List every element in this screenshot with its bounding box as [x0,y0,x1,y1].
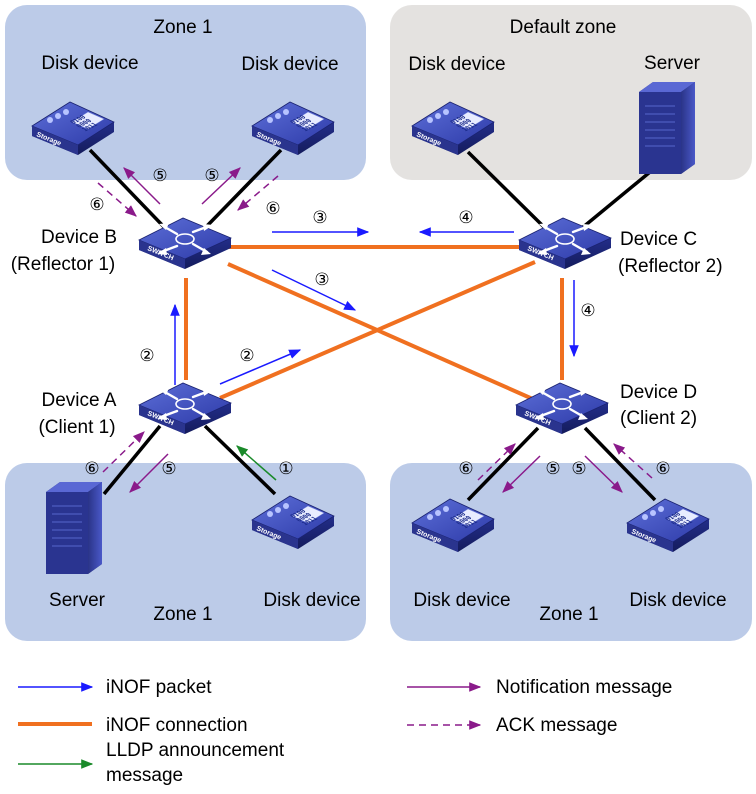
step-5-br-1: ⑤ [545,459,560,479]
ack-arrows [97,175,653,481]
link-d-disk1 [466,426,540,502]
svg-text:0100: 0100 [663,511,683,522]
link-a-server [102,424,162,496]
link-a-disk [203,424,277,496]
arrow-3-b-d [271,269,357,311]
link-c-server [580,170,652,230]
svg-text:0000: 0000 [294,118,314,129]
svg-text:0000: 0000 [294,512,314,523]
step-5-tl-2: ⑤ [204,166,219,186]
arrow-6-disk2-b [237,175,279,211]
arrow-5-a-server [129,453,169,493]
step-4-c-b: ④ [458,208,473,228]
svg-text:0100: 0100 [288,114,308,125]
svg-text:1011: 1011 [300,515,320,526]
svg-text:0000: 0000 [74,118,94,129]
legend: iNOF packet iNOF connection LLDP announc… [18,677,672,786]
step-6-br-1: ⑥ [458,459,473,479]
label-default-server: Server [644,53,701,74]
legend-inof-connection-label: iNOF connection [106,715,248,736]
legend-inof-packet-label: iNOF packet [106,677,212,698]
inof-packet-arrows [170,227,579,385]
label-br-disk1: Disk device [413,590,510,611]
notification-arrows [123,167,623,493]
arrow-5-b-disk2 [201,167,241,205]
svg-text:1011: 1011 [460,518,480,529]
step-2-a-b: ② [139,346,154,366]
step-6-tl-2: ⑥ [265,199,280,219]
svg-text:0100: 0100 [448,511,468,522]
arrow-6-disk2-d [613,443,653,479]
zone-top-left-label: Zone 1 [153,17,212,38]
zone-bottom-right-label: Zone 1 [539,604,598,625]
arrow-1-lldp [236,445,277,481]
access-links [88,148,657,502]
label-br-disk2: Disk device [629,590,726,611]
step-5-br-2: ⑤ [571,459,586,479]
label-default-disk: Disk device [408,54,505,75]
step-3-b-d: ③ [314,270,329,290]
arrow-5-d-disk2 [584,455,623,493]
device-c-name: Device C [620,229,697,250]
device-b-name: Device B [41,227,117,248]
arrow-6-server-a [102,431,145,473]
arrow-5-b-disk1 [123,167,161,205]
conn-b-d [227,262,536,402]
server-default [638,81,696,175]
label-bl-server: Server [49,590,106,611]
device-c-role: (Reflector 2) [618,256,723,277]
svg-text:1011: 1011 [460,121,480,132]
step-2-a-c: ② [239,346,254,366]
svg-text:0100: 0100 [448,114,468,125]
device-d-role: (Client 2) [620,408,697,429]
legend-notification-label: Notification message [496,677,672,698]
step-1-lldp: ① [278,459,293,479]
link-c-disk [466,150,547,230]
legend-lldp-label-1: LLDP announcement [106,740,285,761]
step-4-c-d: ④ [580,301,595,321]
arrow-2-a-c [219,349,302,385]
legend-ack-label: ACK message [496,715,617,736]
conn-a-c [219,260,536,400]
inof-connections [184,245,564,402]
arrow-6-disk1-b [97,182,137,217]
device-a-role: (Client 1) [38,417,115,438]
link-b-disk2 [203,148,283,230]
label-tl-disk1: Disk device [41,53,138,74]
step-5-bl: ⑤ [161,459,176,479]
link-d-disk2 [583,426,657,502]
legend-lldp-label-2: message [106,765,183,786]
step-5-tl-1: ⑤ [152,166,167,186]
device-b-role: (Reflector 1) [11,254,116,275]
link-b-disk1 [88,148,167,230]
step-6-tl-1: ⑥ [89,195,104,215]
zone-bottom-left-label: Zone 1 [153,604,212,625]
svg-text:1011: 1011 [300,121,320,132]
switch-device-d: SWITCH [514,381,610,436]
step-3-b-c: ③ [312,208,327,228]
device-d-name: Device D [620,382,697,403]
label-tl-disk2: Disk device [241,54,338,75]
svg-text:1011: 1011 [80,121,100,132]
server-bottom-left [45,481,103,575]
device-a-name: Device A [42,390,117,411]
svg-text:1011: 1011 [675,518,695,529]
zone-default-label: Default zone [510,17,617,38]
svg-text:0000: 0000 [669,515,689,526]
step-6-br-2: ⑥ [655,459,670,479]
arrow-5-d-disk1 [502,455,541,493]
switch-device-a: SWITCH [137,381,233,436]
arrow-6-disk1-d [477,443,516,481]
label-bl-disk: Disk device [263,590,360,611]
svg-text:0000: 0000 [454,515,474,526]
svg-text:0100: 0100 [68,114,88,125]
switch-device-b: SWITCH [137,216,233,271]
step-6-bl: ⑥ [84,459,99,479]
svg-text:0100: 0100 [288,508,308,519]
svg-text:0000: 0000 [454,118,474,129]
